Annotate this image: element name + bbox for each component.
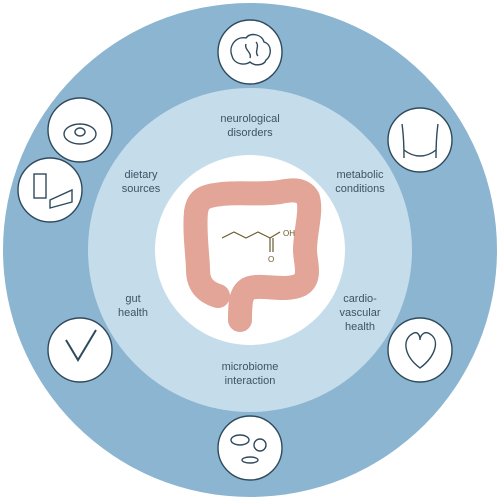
label-line: sources xyxy=(121,183,161,195)
label-line: metabolic xyxy=(336,169,384,181)
intestine-check-icon xyxy=(47,317,113,383)
label-microbiome: microbiome interaction xyxy=(195,360,305,388)
dairy-icon xyxy=(17,157,83,223)
abdomen-icon xyxy=(387,107,453,173)
label-line: health xyxy=(118,307,148,319)
label-line: microbiome xyxy=(221,361,279,373)
label-line: health xyxy=(345,321,375,333)
brain-icon xyxy=(217,19,283,85)
label-line: neurological xyxy=(220,113,280,125)
label-line: interaction xyxy=(224,375,276,387)
label-line: gut xyxy=(125,293,141,305)
intestine-icon xyxy=(183,178,322,332)
molecule-oh-label: OH xyxy=(283,229,295,238)
label-line: conditions xyxy=(335,183,385,195)
label-line: dietary xyxy=(124,169,158,181)
label-cardiovascular: cardio- vascular health xyxy=(305,292,415,334)
label-neurological: neurological disorders xyxy=(195,112,305,140)
label-gut: gut health xyxy=(78,292,188,320)
heart-icon xyxy=(387,317,453,383)
label-metabolic: metabolic conditions xyxy=(305,168,415,196)
steak-icon xyxy=(47,97,113,163)
label-dietary: dietary sources xyxy=(86,168,196,196)
bacteria-icon xyxy=(217,415,283,481)
butyrate-molecule xyxy=(221,231,281,252)
label-line: cardio- xyxy=(343,293,377,305)
label-line: vascular xyxy=(339,307,381,319)
label-line: disorders xyxy=(227,127,273,139)
molecule-o-label: O xyxy=(268,255,274,264)
